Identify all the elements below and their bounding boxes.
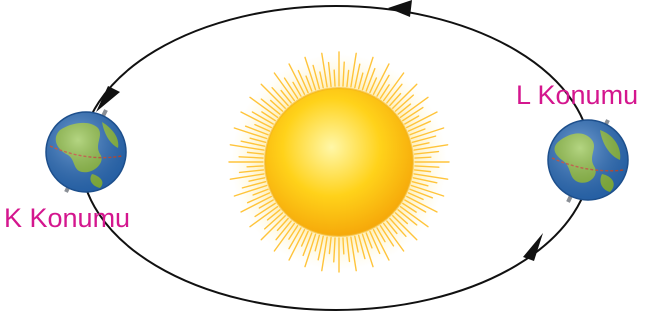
position-label-l: L Konumu: [516, 82, 638, 109]
sun-ray: [415, 157, 431, 158]
sun-icon: [229, 52, 449, 272]
sun-ray: [247, 166, 263, 167]
sun-ray: [343, 238, 344, 254]
earth-globe-icon: [548, 120, 628, 202]
sun-ray: [334, 70, 335, 86]
orbit-arrow-icon: [96, 86, 120, 112]
position-label-k: K Konumu: [4, 205, 130, 232]
orbit-arrow-icon: [523, 233, 543, 261]
orbit-arrow-icon: [388, 0, 412, 17]
earth-globe-icon: [46, 110, 126, 192]
